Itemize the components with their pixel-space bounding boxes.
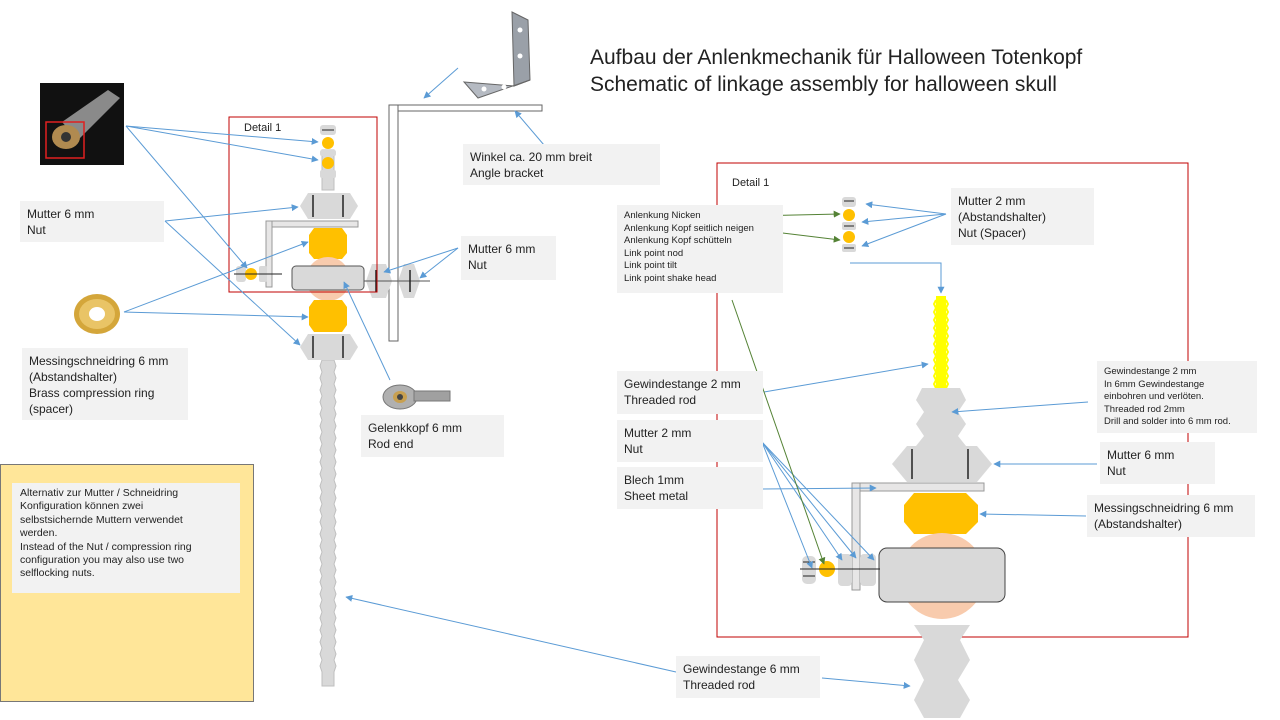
alternative-panel: Alternativ zur Mutter / Schneidring Konf… [0,464,254,702]
label-line: Link point shake head [624,272,717,284]
label-line: Instead of the Nut / compression ring [20,540,192,553]
label-line: Threaded rod [624,393,697,407]
label-line: Sheet metal [624,489,689,503]
left-detail-frame [228,116,378,293]
label-messing-right: Messingschneidring 6 mm (Abstandshalter) [1087,495,1255,537]
left-small-nuts [320,125,336,178]
label-line: Anlenkung Kopf schütteln [624,235,732,247]
rod-end-photo [40,83,124,165]
label-line: Threaded rod 2mm [1104,403,1185,415]
label-line: (Abstandshalter) [29,370,118,384]
label-line: Mutter 2 mm [958,194,1026,208]
label-line: Alternativ zur Mutter / Schneidring [20,487,179,499]
label-line: Mutter 6 mm [27,207,95,221]
brass-ring-photo [72,290,122,338]
label-line: (spacer) [29,402,74,416]
label-line: Drill and solder into 6 mm rod. [1104,416,1231,428]
label-mutter-2mm-spacer: Mutter 2 mm (Abstandshalter) Nut (Spacer) [951,188,1094,245]
left-sheet-metal [265,220,359,288]
label-line: Link point tilt [624,260,677,272]
label-line: Messingschneidring 6 mm [1094,501,1234,515]
label-line: selbstsichernde Muttern verwendet [20,513,183,526]
title-line-de: Aufbau der Anlenkmechanik für Halloween … [590,46,1083,69]
label-line: Rod end [368,437,414,451]
right-side-nuts [800,554,880,586]
right-rod-end [878,547,1006,603]
left-lower-brass [309,300,347,332]
left-lower-nut [300,334,358,360]
label-messing-left: Messingschneidring 6 mm (Abstandshalter) B… [22,348,188,420]
right-brass-ring [904,493,978,534]
detail-label-right: Detail 1 [732,177,770,189]
left-side-small-nut [234,266,282,282]
right-small-nuts [842,197,856,252]
label-gewindestange-6mm: Gewindestange 6 mm Threaded rod [676,656,820,698]
left-angle-bracket [388,104,543,342]
annotation-arrows [123,67,1097,689]
label-line: Nut [624,442,643,456]
label-line: Mutter 2 mm [624,426,692,440]
label-line: (Abstandshalter) [1094,517,1183,531]
label-gewindestange-2mm: Gewindestange 2 mm Threaded rod [617,371,763,414]
label-line: einbohren und verlöten. [1104,391,1204,403]
right-threaded-rod-bottom [914,625,970,718]
title-line-en: Schematic of linkage assembly for hallow… [590,73,1057,96]
label-line: Mutter 6 mm [1107,448,1175,462]
label-line: Messingschneidring 6 mm [29,354,169,368]
label-mutter-center: Mutter 6 mm Nut [461,236,556,280]
label-line: In 6mm Gewindestange [1104,378,1205,390]
label-line: Angle bracket [470,166,544,180]
angle-bracket-photo [462,11,531,99]
label-line: Nut [1107,464,1126,478]
label-line: Blech 1mm [624,473,685,487]
label-line: Winkel ca. 20 mm breit [470,150,593,164]
label-line: Gewindestange 2 mm [624,377,741,391]
alternative-note: Alternativ zur Mutter / Schneidring Konf… [12,483,240,593]
label-line: Threaded rod [683,678,756,692]
label-line: Gelenkkopf 6 mm [368,421,463,435]
label-mutter-2mm: Mutter 2 mm Nut [617,420,763,462]
left-upper-nut [300,193,358,219]
label-gelenkkopf: Gelenkkopf 6 mm Rod end [361,415,504,457]
label-line: selflocking nuts. [20,567,95,580]
label-mutter-left: Mutter 6 mm Nut [20,201,164,242]
label-line: (Abstandshalter) [958,210,1047,224]
label-line: Gewindestange 6 mm [683,662,800,676]
label-line: Nut [27,223,46,237]
detail-label-left: Detail 1 [244,122,282,134]
diagram-title: Aufbau der Anlenkmechanik für Halloween … [590,44,1082,98]
label-line: werden. [20,527,58,540]
label-line: Nut [468,258,487,272]
label-line: Gewindestange 2 mm [1104,366,1197,377]
left-rod-end [291,265,365,291]
label-line: Nut (Spacer) [958,226,1027,240]
left-upper-brass [309,228,347,259]
label-mutter-6mm-right: Mutter 6 mm Nut [1100,442,1215,484]
label-line: Konfiguration können zwei [20,500,144,513]
label-line: Anlenkung Kopf seitlich neigen [624,222,754,234]
label-line: configuration you may also use two [20,554,185,567]
label-line: Anlenkung Nicken [624,210,701,221]
gelenkkopf-photo [382,384,451,410]
label-line: Brass compression ring [29,386,155,400]
right-nut-6mm [892,446,992,482]
label-line: Link point nod [624,247,684,259]
right-threaded-rod-top [916,388,966,446]
label-line: Mutter 6 mm [468,242,536,256]
